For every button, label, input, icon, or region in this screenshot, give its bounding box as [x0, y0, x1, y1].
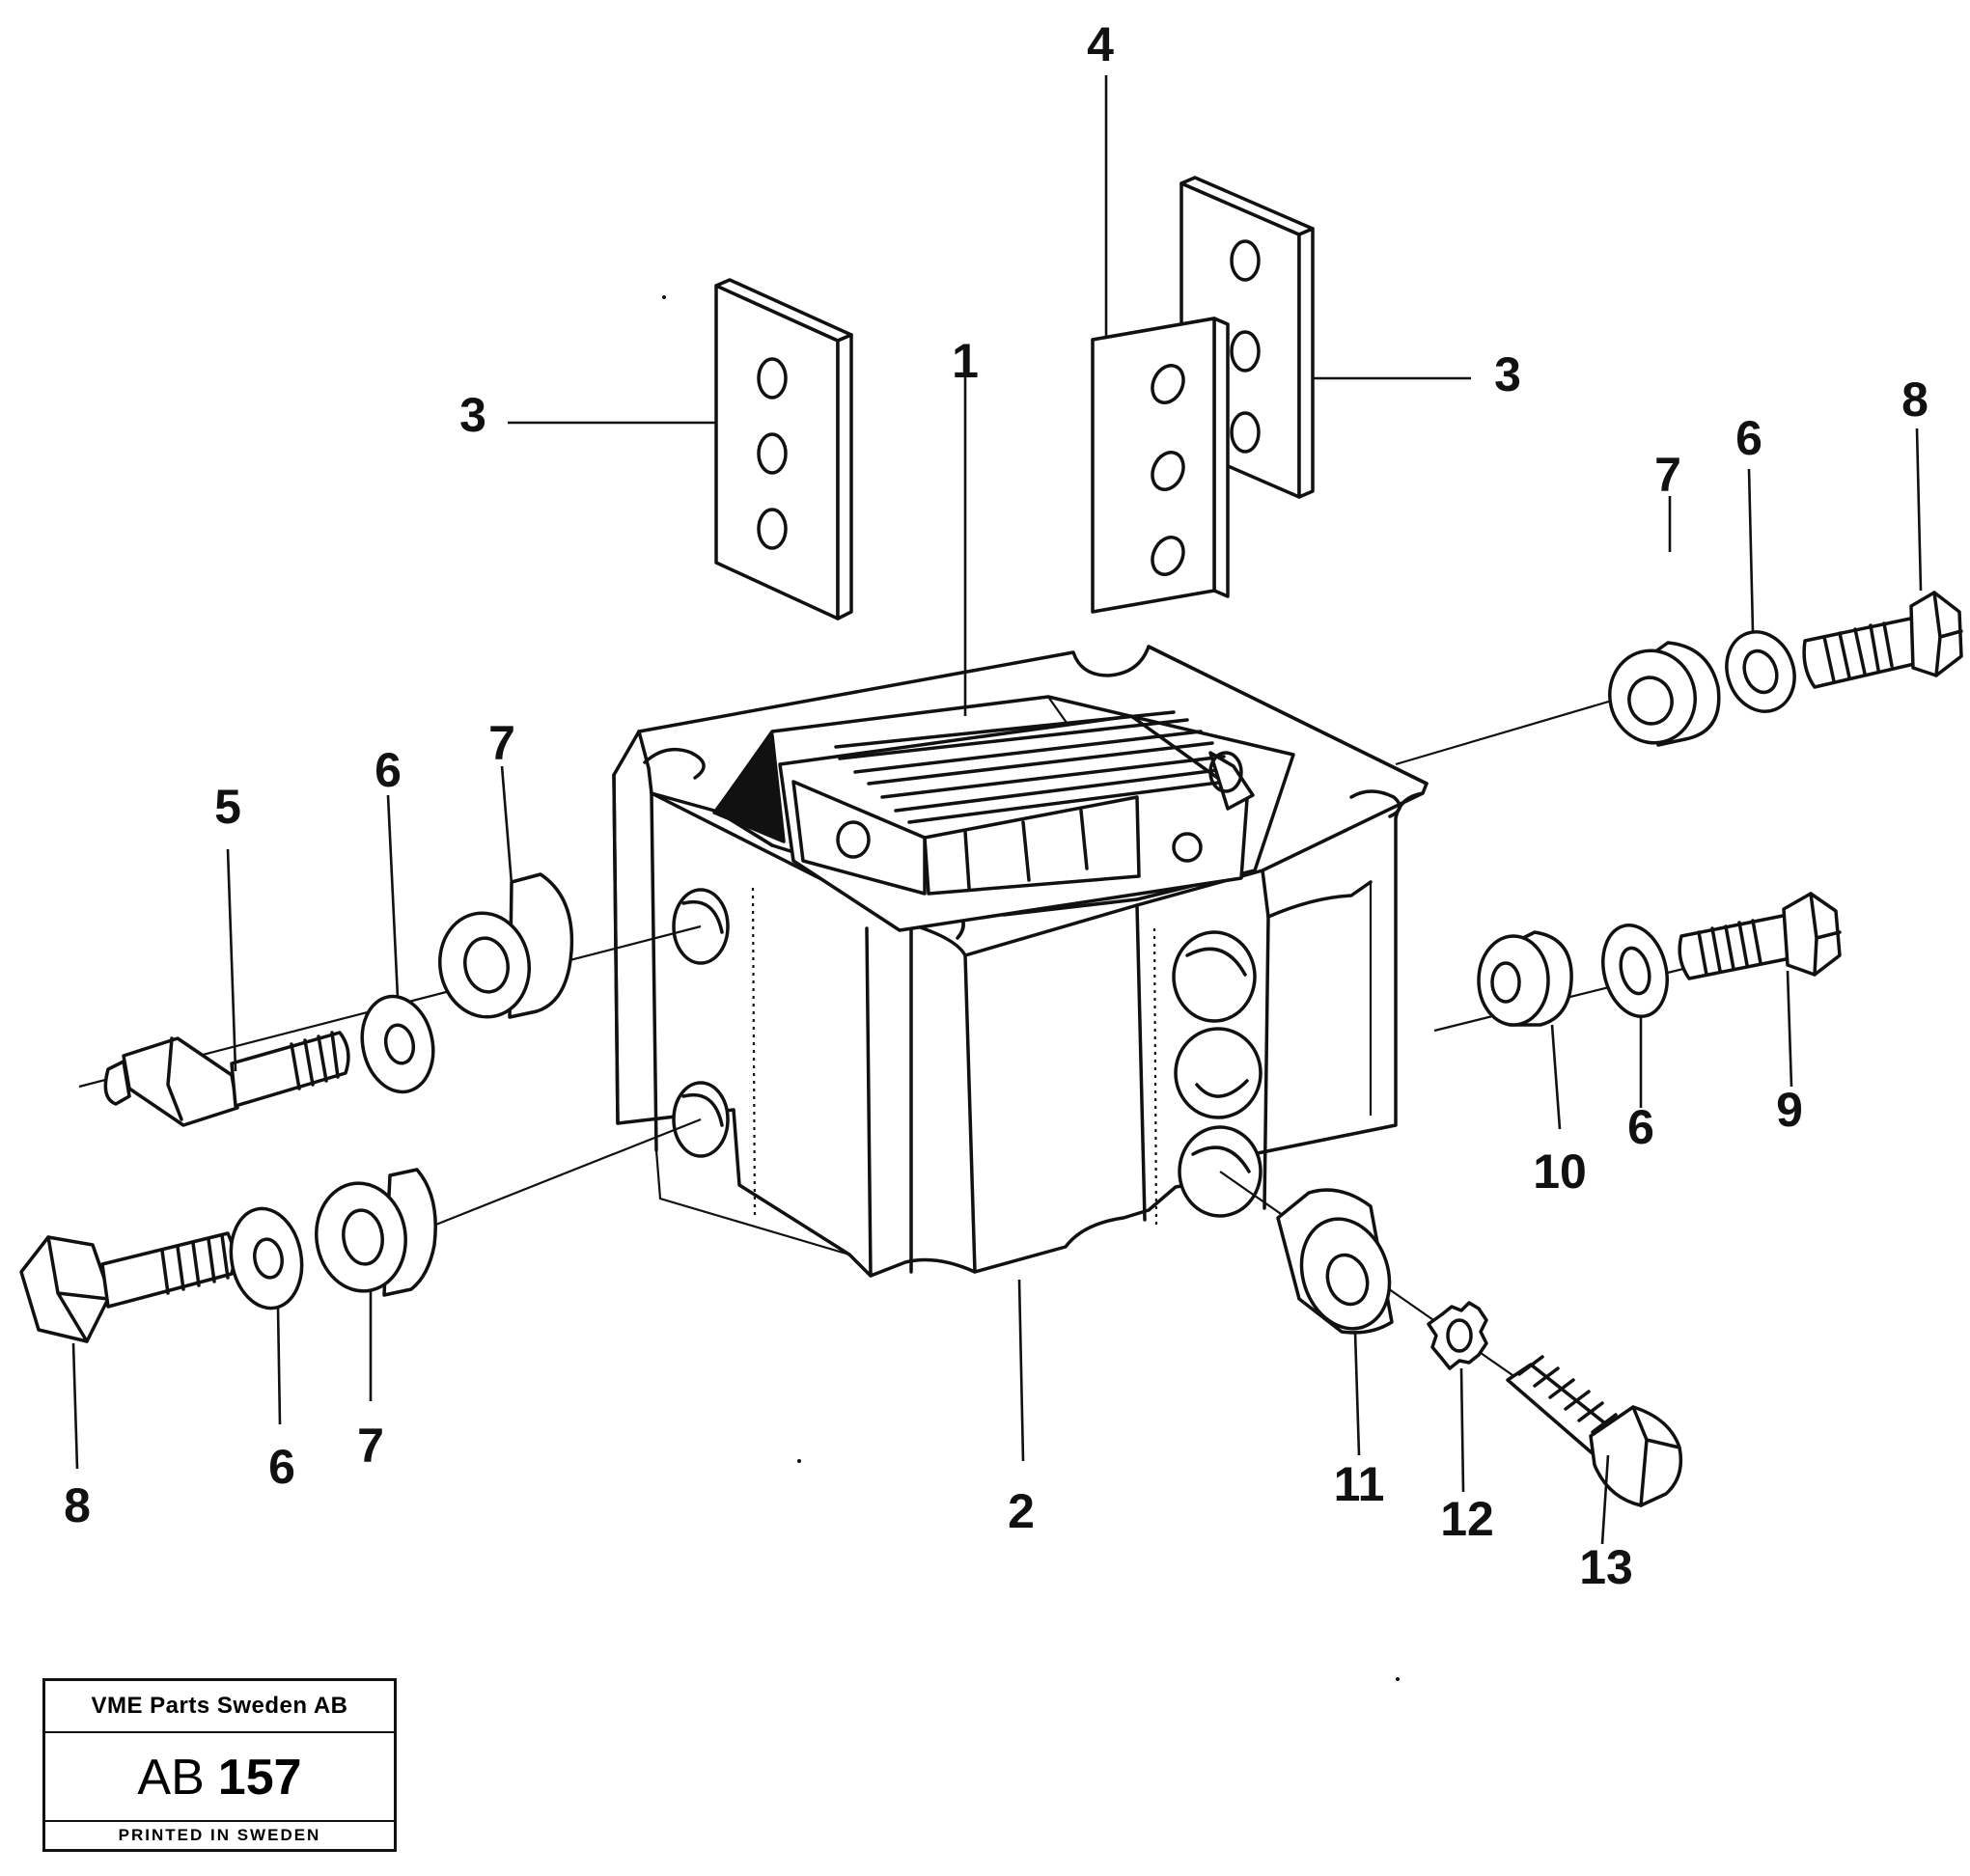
- callout-2: 2: [1008, 1484, 1035, 1538]
- bolt-8-left: [19, 1231, 236, 1343]
- plate-4: [1091, 317, 1230, 614]
- printed-in-label: PRINTED IN SWEDEN: [45, 1820, 394, 1849]
- sleeve-10: [1477, 930, 1573, 1027]
- callout-13: 13: [1579, 1540, 1633, 1594]
- callout-11: 11: [1334, 1457, 1385, 1511]
- washer-6-left-lower: [229, 1206, 304, 1310]
- callout-7-left-upper: 7: [488, 716, 515, 770]
- callout-7-right: 7: [1654, 448, 1681, 502]
- lock-washer-12: [1427, 1301, 1488, 1370]
- bolt-5: [103, 1031, 350, 1127]
- bushing-7-left-lower: [315, 1168, 437, 1297]
- bolt-8-right: [1802, 591, 1963, 689]
- callout-numbers: 1 2 3 3 4 5 6 6 6 6 7 7 7 8 8 9 10 11 12…: [64, 17, 1928, 1594]
- callout-6-right-upper: 6: [1735, 411, 1762, 465]
- bushing-7-right: [1608, 641, 1721, 747]
- plate-3-left: [714, 278, 853, 621]
- washer-6-right-middle: [1601, 924, 1669, 1018]
- drawing-reference: AB 157: [45, 1731, 394, 1824]
- bushing-7-left-upper: [437, 872, 574, 1019]
- callout-3-left: 3: [459, 388, 486, 442]
- callout-10: 10: [1533, 1145, 1587, 1199]
- callout-1: 1: [952, 334, 979, 388]
- callout-4: 4: [1087, 17, 1114, 71]
- screw-13: [1506, 1355, 1683, 1507]
- callout-8-left: 8: [64, 1478, 91, 1532]
- housing-bores-right: [1172, 930, 1262, 1218]
- callout-12: 12: [1440, 1492, 1494, 1546]
- callout-6-right-middle: 6: [1627, 1100, 1654, 1154]
- callout-7-left-lower: 7: [357, 1419, 384, 1473]
- callout-6-left-lower: 6: [268, 1440, 295, 1494]
- callout-6-left-upper: 6: [375, 743, 402, 797]
- sleeve-11: [1276, 1188, 1394, 1335]
- callout-3-right: 3: [1494, 347, 1521, 401]
- washer-6-right-upper: [1725, 630, 1796, 713]
- callout-9: 9: [1776, 1083, 1803, 1137]
- callout-5: 5: [214, 780, 241, 834]
- reference-prefix: AB: [137, 1750, 205, 1806]
- title-block: VME Parts Sweden AB AB 157 PRINTED IN SW…: [42, 1678, 397, 1852]
- company-name: VME Parts Sweden AB: [45, 1681, 394, 1733]
- rectifier-1: [712, 710, 1255, 932]
- reference-number: 157: [217, 1750, 302, 1806]
- callout-8-right: 8: [1901, 372, 1928, 427]
- washer-6-left-upper: [360, 994, 435, 1094]
- bolt-9: [1678, 892, 1842, 980]
- leader-lines: [71, 75, 1923, 1545]
